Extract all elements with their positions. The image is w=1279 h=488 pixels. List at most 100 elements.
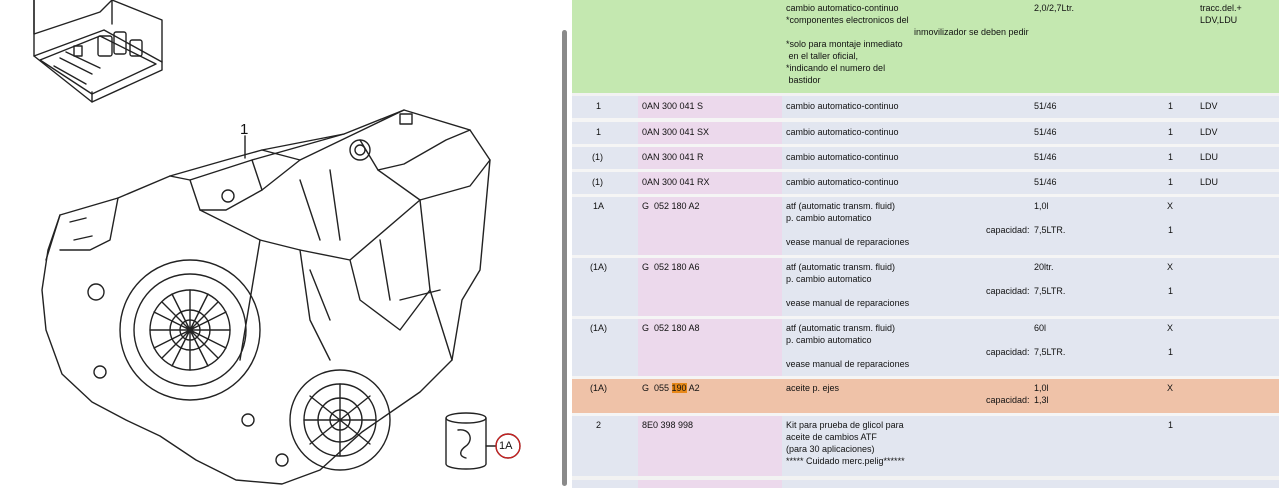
header-desc-extra: inmovilizador se deben pedir xyxy=(914,27,1029,37)
header-model-line: tracc.del.+ xyxy=(1200,3,1242,13)
row-quantity: 1 xyxy=(1168,152,1174,162)
row-description: cambio automatico-continuo xyxy=(786,177,899,187)
row-spec: 51/46 xyxy=(1034,101,1057,111)
row-quantity: 1 xyxy=(1168,347,1174,357)
row-part-number[interactable]: G 052 180 A6 xyxy=(642,262,700,272)
row-position: 1 xyxy=(596,101,602,111)
row-capacity-value: 7,5LTR. xyxy=(1034,225,1066,235)
row-quantity: X xyxy=(1167,201,1174,211)
row-model: LDV xyxy=(1200,127,1218,137)
table-row[interactable]: 1 0AN 300 041 SX cambio automatico-conti… xyxy=(572,122,1279,144)
table-row-highlighted[interactable]: (1A) G 055 190 A2 aceite p. ejes 1,0l ca… xyxy=(572,379,1279,413)
row-part-number[interactable]: G 052 180 A8 xyxy=(642,323,700,333)
vertical-scrollbar[interactable] xyxy=(562,30,567,486)
row-description: cambio automatico-continuo xyxy=(786,127,899,137)
row-description: atf (automatic transm. fluid) xyxy=(786,262,896,272)
row-position: 2 xyxy=(596,420,602,430)
row-capacity-label: capacidad: xyxy=(986,395,1030,405)
table-row[interactable]: 1A G 052 180 A2 atf (automatic transm. f… xyxy=(572,197,1279,255)
header-desc-line: *componentes electronicos del xyxy=(786,15,909,25)
row-capacity-value: 7,5LTR. xyxy=(1034,286,1066,296)
gearbox-illustration xyxy=(33,0,521,485)
parts-table: cambio automatico-continuo *componentes … xyxy=(572,0,1279,488)
row-description: p. cambio automatico xyxy=(786,335,872,345)
row-part-number[interactable]: 8E0 398 998 xyxy=(642,420,694,430)
row-description: vease manual de reparaciones xyxy=(786,298,910,308)
row-part-number[interactable]: 0AN 300 041 R xyxy=(642,152,704,162)
table-row-partial xyxy=(572,480,1279,488)
row-part-number[interactable]: G 052 180 A2 xyxy=(642,201,700,211)
header-desc-line: *indicando el numero del xyxy=(786,63,886,73)
parts-diagram: 1 1A xyxy=(0,0,560,488)
callout-1a-circle xyxy=(495,433,521,459)
row-capacity-value: 1,3l xyxy=(1034,395,1049,405)
row-quantity: 1 xyxy=(1168,225,1174,235)
row-spec: 51/46 xyxy=(1034,152,1057,162)
row-description: cambio automatico-continuo xyxy=(786,152,899,162)
row-position: (1) xyxy=(592,177,603,187)
row-capacity-label: capacidad: xyxy=(986,225,1030,235)
row-position: 1 xyxy=(596,127,602,137)
table-header-row: cambio automatico-continuo *componentes … xyxy=(572,0,1279,93)
row-description: aceite p. ejes xyxy=(786,383,840,393)
table-row[interactable]: (1A) G 052 180 A6 atf (automatic transm.… xyxy=(572,258,1279,316)
row-description: atf (automatic transm. fluid) xyxy=(786,323,896,333)
row-part-number[interactable]: 0AN 300 041 S xyxy=(642,101,704,111)
row-description: vease manual de reparaciones xyxy=(786,237,910,247)
callout-1a-label: 1A xyxy=(499,440,513,452)
part-number-suffix: A2 xyxy=(686,383,700,393)
row-quantity: 1 xyxy=(1168,286,1174,296)
row-description: p. cambio automatico xyxy=(786,274,872,284)
row-position: 1A xyxy=(593,201,605,211)
row-model: LDV xyxy=(1200,101,1218,111)
row-spec: 51/46 xyxy=(1034,177,1057,187)
row-capacity-value: 7,5LTR. xyxy=(1034,347,1066,357)
row-position: (1A) xyxy=(590,262,608,272)
table-row[interactable]: 1 0AN 300 041 S cambio automatico-contin… xyxy=(572,96,1279,118)
row-spec: 1,0l xyxy=(1034,201,1049,211)
row-position: (1) xyxy=(592,152,603,162)
row-model: LDU xyxy=(1200,152,1219,162)
header-spec: 2,0/2,7Ltr. xyxy=(1034,3,1075,13)
row-description: cambio automatico-continuo xyxy=(786,101,899,111)
row-position: (1A) xyxy=(590,383,608,393)
row-spec: 20ltr. xyxy=(1034,262,1054,272)
row-part-number[interactable]: G 055 190 A2 xyxy=(642,382,700,394)
row-spec: 60l xyxy=(1034,323,1047,333)
row-part-number[interactable]: 0AN 300 041 RX xyxy=(642,177,710,187)
row-spec: 1,0l xyxy=(1034,383,1049,393)
table-row[interactable]: 2 8E0 398 998 Kit para prueba de glicol … xyxy=(572,416,1279,476)
row-description: (para 30 aplicaciones) xyxy=(786,444,875,454)
search-highlight: 190 xyxy=(671,383,687,393)
row-quantity: X xyxy=(1167,383,1174,393)
header-desc-line: en el taller oficial, xyxy=(786,51,859,61)
header-desc-line: cambio automatico-continuo xyxy=(786,3,899,13)
row-description: ***** Cuidado merc.pelig****** xyxy=(786,456,905,466)
row-model: LDU xyxy=(1200,177,1219,187)
header-model-line: LDV,LDU xyxy=(1200,15,1238,25)
row-capacity-label: capacidad: xyxy=(986,286,1030,296)
table-row[interactable]: (1) 0AN 300 041 R cambio automatico-cont… xyxy=(572,147,1279,169)
row-description: p. cambio automatico xyxy=(786,213,872,223)
row-description: aceite de cambios ATF xyxy=(786,432,877,442)
row-quantity: 1 xyxy=(1168,177,1174,187)
table-row[interactable]: (1) 0AN 300 041 RX cambio automatico-con… xyxy=(572,172,1279,194)
row-quantity: 1 xyxy=(1168,101,1174,111)
header-desc-line: *solo para montaje inmediato xyxy=(786,39,903,49)
row-description: Kit para prueba de glicol para xyxy=(786,420,904,430)
row-description: atf (automatic transm. fluid) xyxy=(786,201,896,211)
row-capacity-label: capacidad: xyxy=(986,347,1030,357)
row-quantity: 1 xyxy=(1168,420,1174,430)
test-kit-box-drawing xyxy=(33,0,163,103)
row-quantity: X xyxy=(1167,262,1174,272)
row-spec: 51/46 xyxy=(1034,127,1057,137)
row-quantity: 1 xyxy=(1168,127,1174,137)
row-quantity: X xyxy=(1167,323,1174,333)
table-row[interactable]: (1A) G 052 180 A8 atf (automatic transm.… xyxy=(572,319,1279,376)
row-description: vease manual de reparaciones xyxy=(786,359,910,369)
row-part-number[interactable]: 0AN 300 041 SX xyxy=(642,127,710,137)
part-number-prefix: G 055 xyxy=(642,383,672,393)
gearbox-housing-drawing xyxy=(41,109,491,485)
header-desc-line: bastidor xyxy=(786,75,821,85)
row-position: (1A) xyxy=(590,323,608,333)
